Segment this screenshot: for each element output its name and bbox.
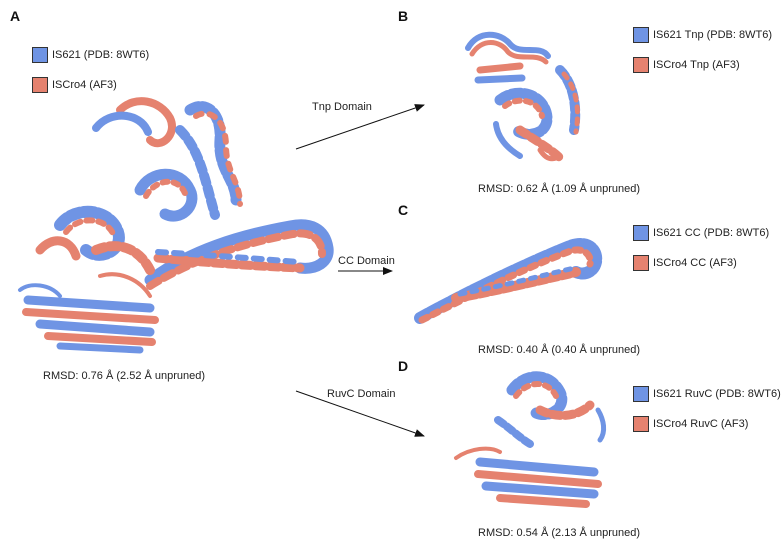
legend-label: IS621 RuvC (PDB: 8WT6) — [653, 388, 781, 400]
tnp-domain-overlay — [465, 31, 581, 163]
arrow-label-tnp: Tnp Domain — [312, 101, 372, 113]
legend-swatch-is621 — [633, 27, 649, 43]
legend-item: IS621 (PDB: 8WT6) — [32, 44, 149, 66]
legend-label: ISCro4 CC (AF3) — [653, 257, 737, 269]
cc-domain-overlay — [414, 238, 603, 324]
legend-item: ISCro4 RuvC (AF3) — [633, 413, 781, 435]
beta-sheet-a — [18, 272, 159, 354]
legend-d: IS621 RuvC (PDB: 8WT6) ISCro4 RuvC (AF3) — [633, 383, 781, 443]
legend-swatch-iscro4 — [633, 57, 649, 73]
legend-a: IS621 (PDB: 8WT6) ISCro4 (AF3) — [32, 44, 149, 104]
legend-swatch-iscro4 — [633, 255, 649, 271]
rmsd-a: RMSD: 0.76 Å (2.52 Å unpruned) — [43, 370, 206, 382]
legend-swatch-iscro4 — [32, 77, 48, 93]
panel-letter-d: D — [398, 358, 409, 374]
panel-letter-a: A — [10, 8, 21, 24]
legend-item: IS621 Tnp (PDB: 8WT6) — [633, 24, 772, 46]
upper-lobe-a — [92, 97, 243, 222]
legend-label: ISCro4 (AF3) — [52, 79, 117, 91]
ruvc-domain-overlay — [454, 371, 607, 508]
legend-item: IS621 CC (PDB: 8WT6) — [633, 222, 769, 244]
legend-swatch-is621 — [32, 47, 48, 63]
cc-helix-a — [144, 219, 334, 290]
panel-letter-b: B — [398, 8, 409, 24]
rmsd-c: RMSD: 0.40 Å (0.40 Å unpruned) — [478, 344, 641, 356]
arrow-to-ruvc — [295, 390, 425, 437]
left-bundle-a — [35, 205, 155, 275]
rmsd-b: RMSD: 0.62 Å (1.09 Å unpruned) — [478, 183, 641, 195]
legend-label: IS621 (PDB: 8WT6) — [52, 49, 150, 61]
rmsd-d: RMSD: 0.54 Å (2.13 Å unpruned) — [478, 527, 641, 539]
legend-item: ISCro4 CC (AF3) — [633, 252, 769, 274]
legend-swatch-iscro4 — [633, 416, 649, 432]
legend-b: IS621 Tnp (PDB: 8WT6) ISCro4 Tnp (AF3) — [633, 24, 772, 84]
legend-label: IS621 CC (PDB: 8WT6) — [653, 227, 770, 239]
full-structure-overlay — [18, 97, 334, 354]
legend-swatch-is621 — [633, 225, 649, 241]
panel-letter-c: C — [398, 202, 409, 218]
legend-c: IS621 CC (PDB: 8WT6) ISCro4 CC (AF3) — [633, 222, 769, 282]
arrow-label-ruvc: RuvC Domain — [327, 388, 396, 400]
legend-label: IS621 Tnp (PDB: 8WT6) — [653, 29, 773, 41]
arrow-to-tnp — [295, 104, 425, 150]
legend-label: ISCro4 RuvC (AF3) — [653, 418, 749, 430]
legend-item: ISCro4 (AF3) — [32, 74, 149, 96]
legend-swatch-is621 — [633, 386, 649, 402]
legend-item: ISCro4 Tnp (AF3) — [633, 54, 772, 76]
legend-item: IS621 RuvC (PDB: 8WT6) — [633, 383, 781, 405]
legend-label: ISCro4 Tnp (AF3) — [653, 59, 740, 71]
arrow-label-cc: CC Domain — [338, 255, 395, 267]
